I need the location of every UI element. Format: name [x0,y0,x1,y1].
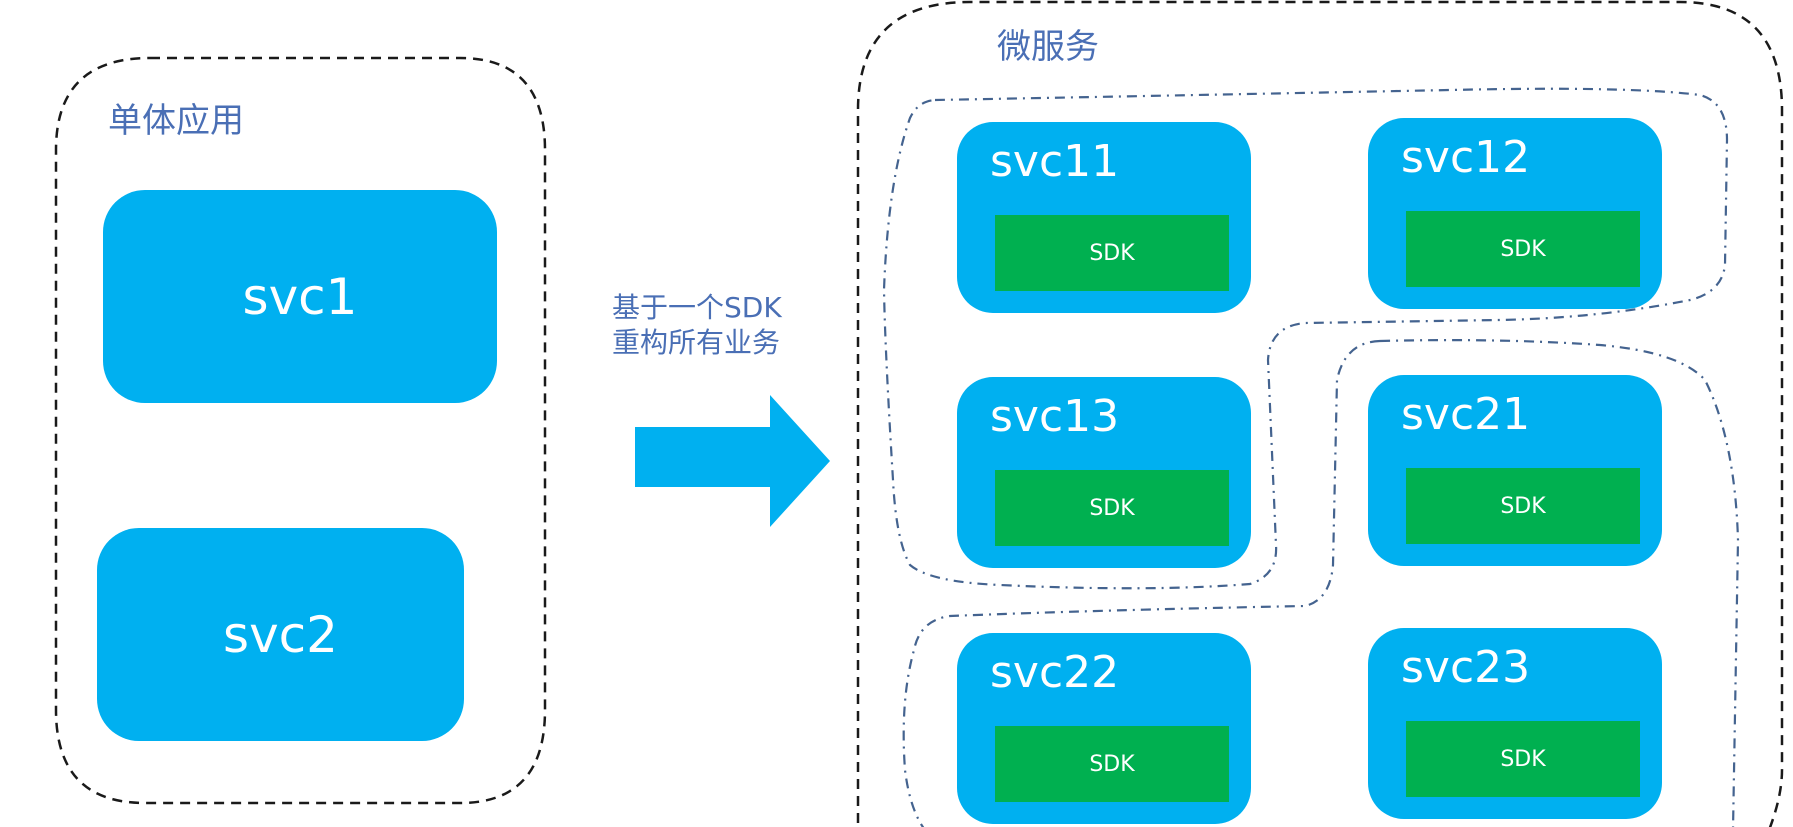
sdk-block: SDK [1406,721,1640,797]
monolith-service-svc2: svc2 [97,528,464,741]
monolith-service-svc1: svc1 [103,190,497,403]
microservices-container [856,0,1784,827]
microservice-svc13: svc13 SDK [957,377,1251,568]
monolith-title: 单体应用 [108,101,244,141]
transition-caption: 基于一个SDK 重构所有业务 [612,290,782,360]
sdk-block: SDK [1406,468,1640,544]
service-label: svc22 [990,647,1120,698]
transition-line-2: 重构所有业务 [612,326,781,359]
service-label: svc1 [242,267,358,326]
microservices-title: 微服务 [997,27,1099,67]
sdk-block: SDK [995,215,1229,291]
microservice-svc23: svc23 SDK [1368,628,1662,819]
group-2-outline [902,339,1740,827]
sdk-block: SDK [995,726,1229,802]
monolith-container [54,56,547,805]
microservice-svc22: svc22 SDK [957,633,1251,824]
transition-arrow-icon [635,395,830,527]
service-label: svc2 [223,605,338,664]
service-label: svc13 [990,391,1120,442]
clipped-caption [18,819,838,827]
service-label: svc11 [990,136,1120,187]
microservice-svc11: svc11 SDK [957,122,1251,313]
service-label: svc23 [1401,642,1531,693]
sdk-block: SDK [1406,211,1640,287]
microservice-svc21: svc21 SDK [1368,375,1662,566]
transition-line-1: 基于一个SDK [612,291,782,324]
service-label: svc21 [1401,389,1531,440]
sdk-block: SDK [995,470,1229,546]
microservice-svc12: svc12 SDK [1368,118,1662,309]
service-label: svc12 [1401,132,1531,183]
group-1-outline [882,87,1729,590]
